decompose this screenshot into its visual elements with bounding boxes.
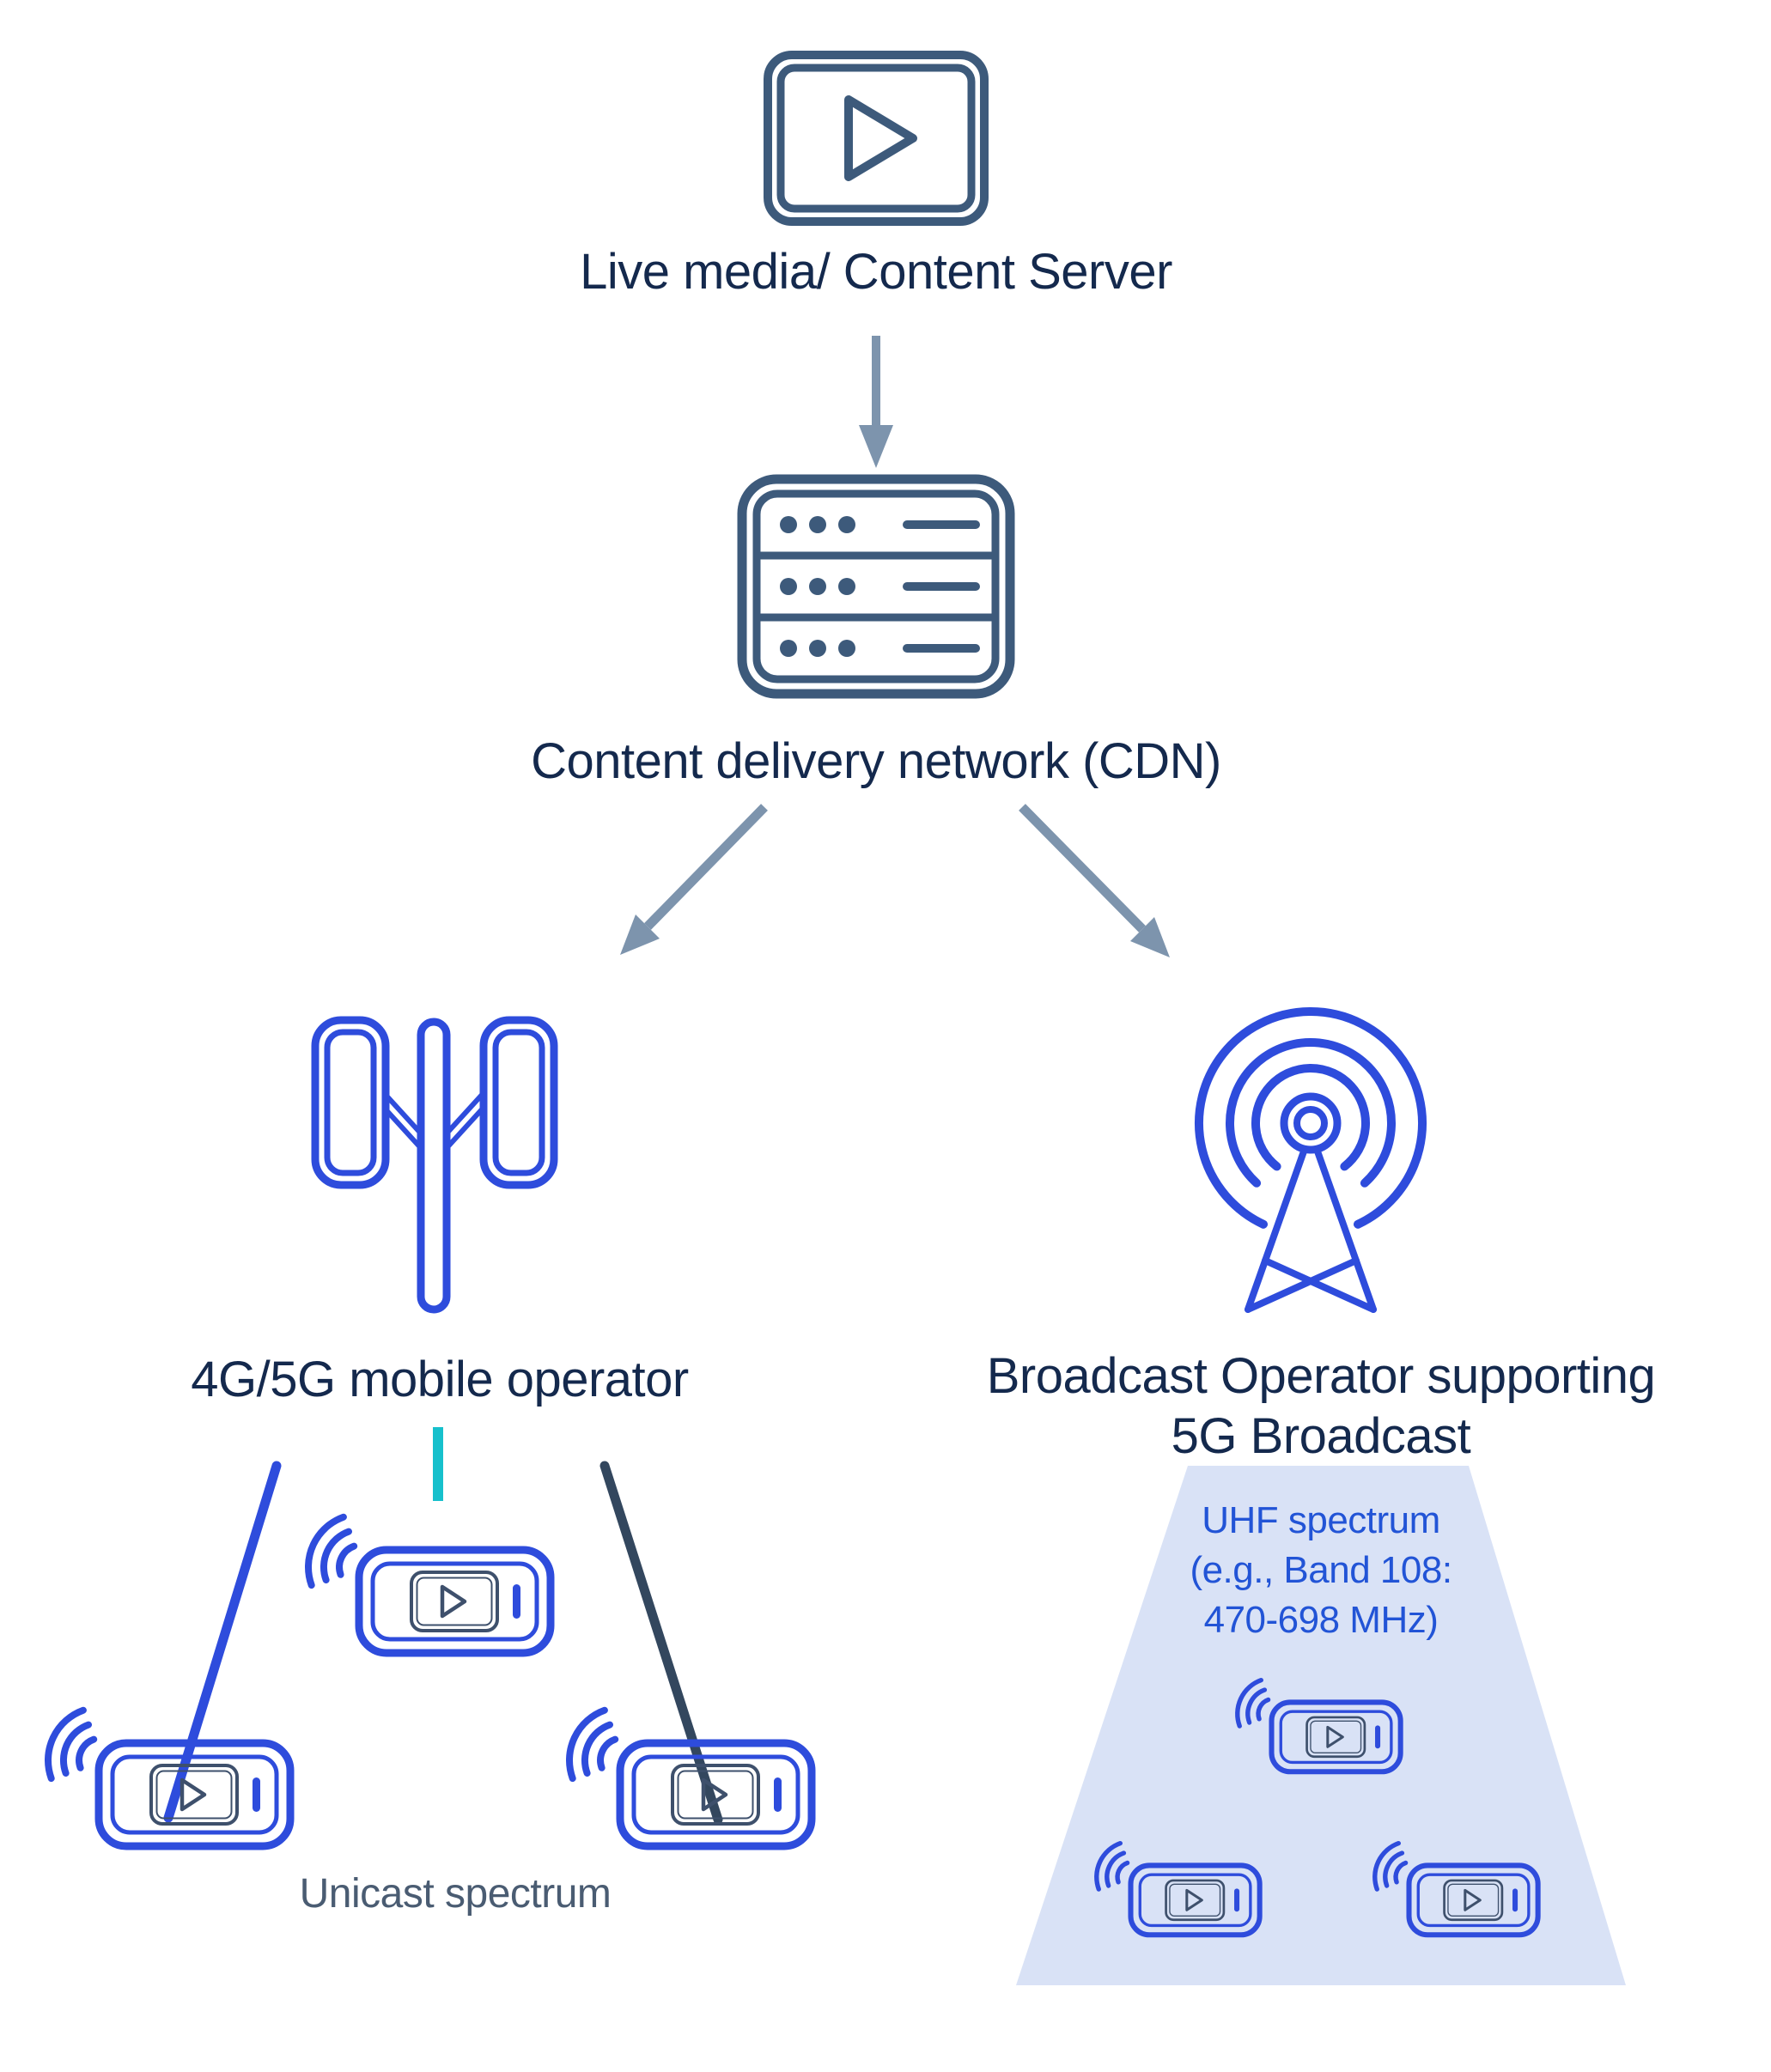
unicast-link-dark [599,1461,723,1825]
play-video-icon [764,51,989,226]
broadcast-antenna-icon [1195,1007,1427,1313]
mobile-operator-label: 4G/5G mobile operator [191,1352,689,1407]
uhf-spectrum-label: UHF spectrum (e.g., Band 108: 470-698 MH… [1063,1496,1579,1645]
server-row [780,640,980,657]
cdn-label: Content delivery network (CDN) [531,733,1221,789]
diagonal-arrow-right-icon [1019,804,1170,957]
broadcast-operator-label-line2: 5G Broadcast [1171,1408,1471,1464]
cell-tower-icon [311,1016,558,1314]
wifi-signal-icon [45,1706,98,1783]
wifi-signal-icon [1372,1840,1409,1892]
uhf-spectrum-line3: 470-698 MHz) [1203,1599,1439,1641]
diagonal-arrow-left-icon [620,804,768,955]
down-arrow-icon [859,336,893,468]
unicast-link-blue [163,1461,282,1823]
smartphone-icon [1094,1840,1263,1938]
uhf-coverage-beam [1016,1466,1626,1985]
smartphone-icon [1235,1677,1403,1775]
cdn-server-icon [737,474,1015,699]
unicast-spectrum-label: Unicast spectrum [299,1871,612,1917]
broadcast-operator-label: Broadcast Operator supporting 5G Broadca… [892,1346,1750,1467]
smartphone-icon [566,1706,816,1850]
lattice-tower [1245,1145,1377,1313]
broadcast-operator-label-line1: Broadcast Operator supporting [986,1348,1656,1404]
smartphone-icon [1372,1840,1541,1938]
server-row [780,578,980,595]
uhf-spectrum-line1: UHF spectrum [1202,1499,1440,1541]
live-media-label: Live media/ Content Server [580,244,1172,300]
wifi-signal-icon [566,1706,619,1783]
uhf-spectrum-line2: (e.g., Band 108: [1190,1549,1452,1591]
smartphone-icon [45,1706,295,1850]
wifi-signal-icon [1235,1677,1271,1729]
unicast-link-teal [433,1427,443,1501]
wifi-signal-icon [305,1513,358,1589]
wifi-signal-icon [1094,1840,1130,1892]
server-row [780,516,980,533]
smartphone-icon [305,1513,555,1657]
